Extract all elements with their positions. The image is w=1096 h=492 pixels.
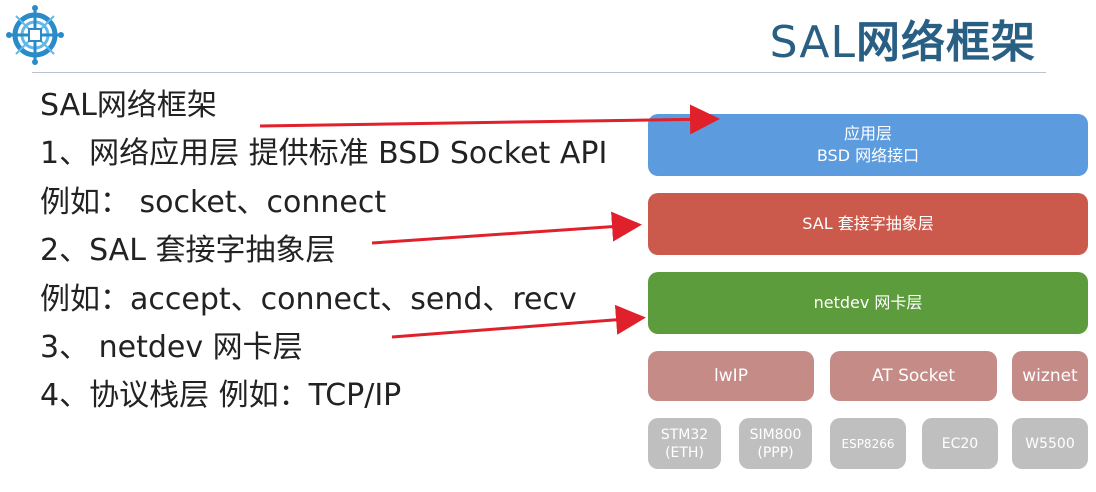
line-heading: SAL网络框架 (40, 88, 217, 123)
netdev-layer-box: netdev 网卡层 (648, 272, 1088, 334)
hardware-box-esp8266: ESP8266 (830, 418, 906, 469)
hardware-label: EC20 (941, 435, 979, 452)
hardware-sublabel: (PPP) (757, 444, 794, 461)
sal-layer-label: SAL 套接字抽象层 (802, 214, 934, 233)
page-title: SAL网络框架 (769, 17, 1036, 68)
rt-thread-logo-icon (6, 4, 64, 66)
app-layer-box: 应用层 BSD 网络接口 (648, 114, 1088, 176)
hardware-box-stm32: STM32 (ETH) (648, 418, 721, 469)
arrow-to-app-layer (259, 104, 720, 135)
hardware-label: ESP8266 (841, 436, 895, 451)
app-layer-sublabel: BSD 网络接口 (816, 146, 920, 165)
line-netdev-layer: 3、 netdev 网卡层 (40, 330, 303, 365)
protocol-label: wiznet (1022, 366, 1078, 386)
sal-layer-box: SAL 套接字抽象层 (648, 193, 1088, 255)
hardware-box-sim800: SIM800 (PPP) (739, 418, 812, 469)
line-app-layer: 1、网络应用层 提供标准 BSD Socket API (40, 136, 608, 171)
hardware-label: SIM800 (749, 426, 802, 443)
protocol-label: AT Socket (872, 366, 955, 386)
hardware-box-ec20: EC20 (922, 418, 998, 469)
arrow-to-sal-layer (371, 211, 642, 245)
app-layer-label: 应用层 (843, 124, 892, 143)
protocol-box-wiznet: wiznet (1012, 351, 1088, 401)
line-sal-example: 例如：accept、connect、send、recv (40, 282, 577, 317)
hardware-label: STM32 (660, 426, 709, 443)
protocol-box-lwip: lwIP (648, 351, 814, 401)
protocol-label: lwIP (714, 366, 748, 386)
hardware-box-w5500: W5500 (1012, 418, 1088, 469)
protocol-box-at-socket: AT Socket (830, 351, 997, 401)
line-protocol-layer: 4、协议栈层 例如：TCP/IP (40, 378, 402, 413)
hardware-sublabel: (ETH) (665, 444, 704, 461)
title-divider (32, 72, 1046, 73)
line-sal-layer: 2、SAL 套接字抽象层 (40, 233, 336, 268)
arrow-to-netdev-layer (391, 304, 646, 339)
line-app-example: 例如： socket、connect (40, 185, 387, 220)
netdev-layer-label: netdev 网卡层 (813, 293, 923, 312)
hardware-label: W5500 (1025, 435, 1075, 452)
